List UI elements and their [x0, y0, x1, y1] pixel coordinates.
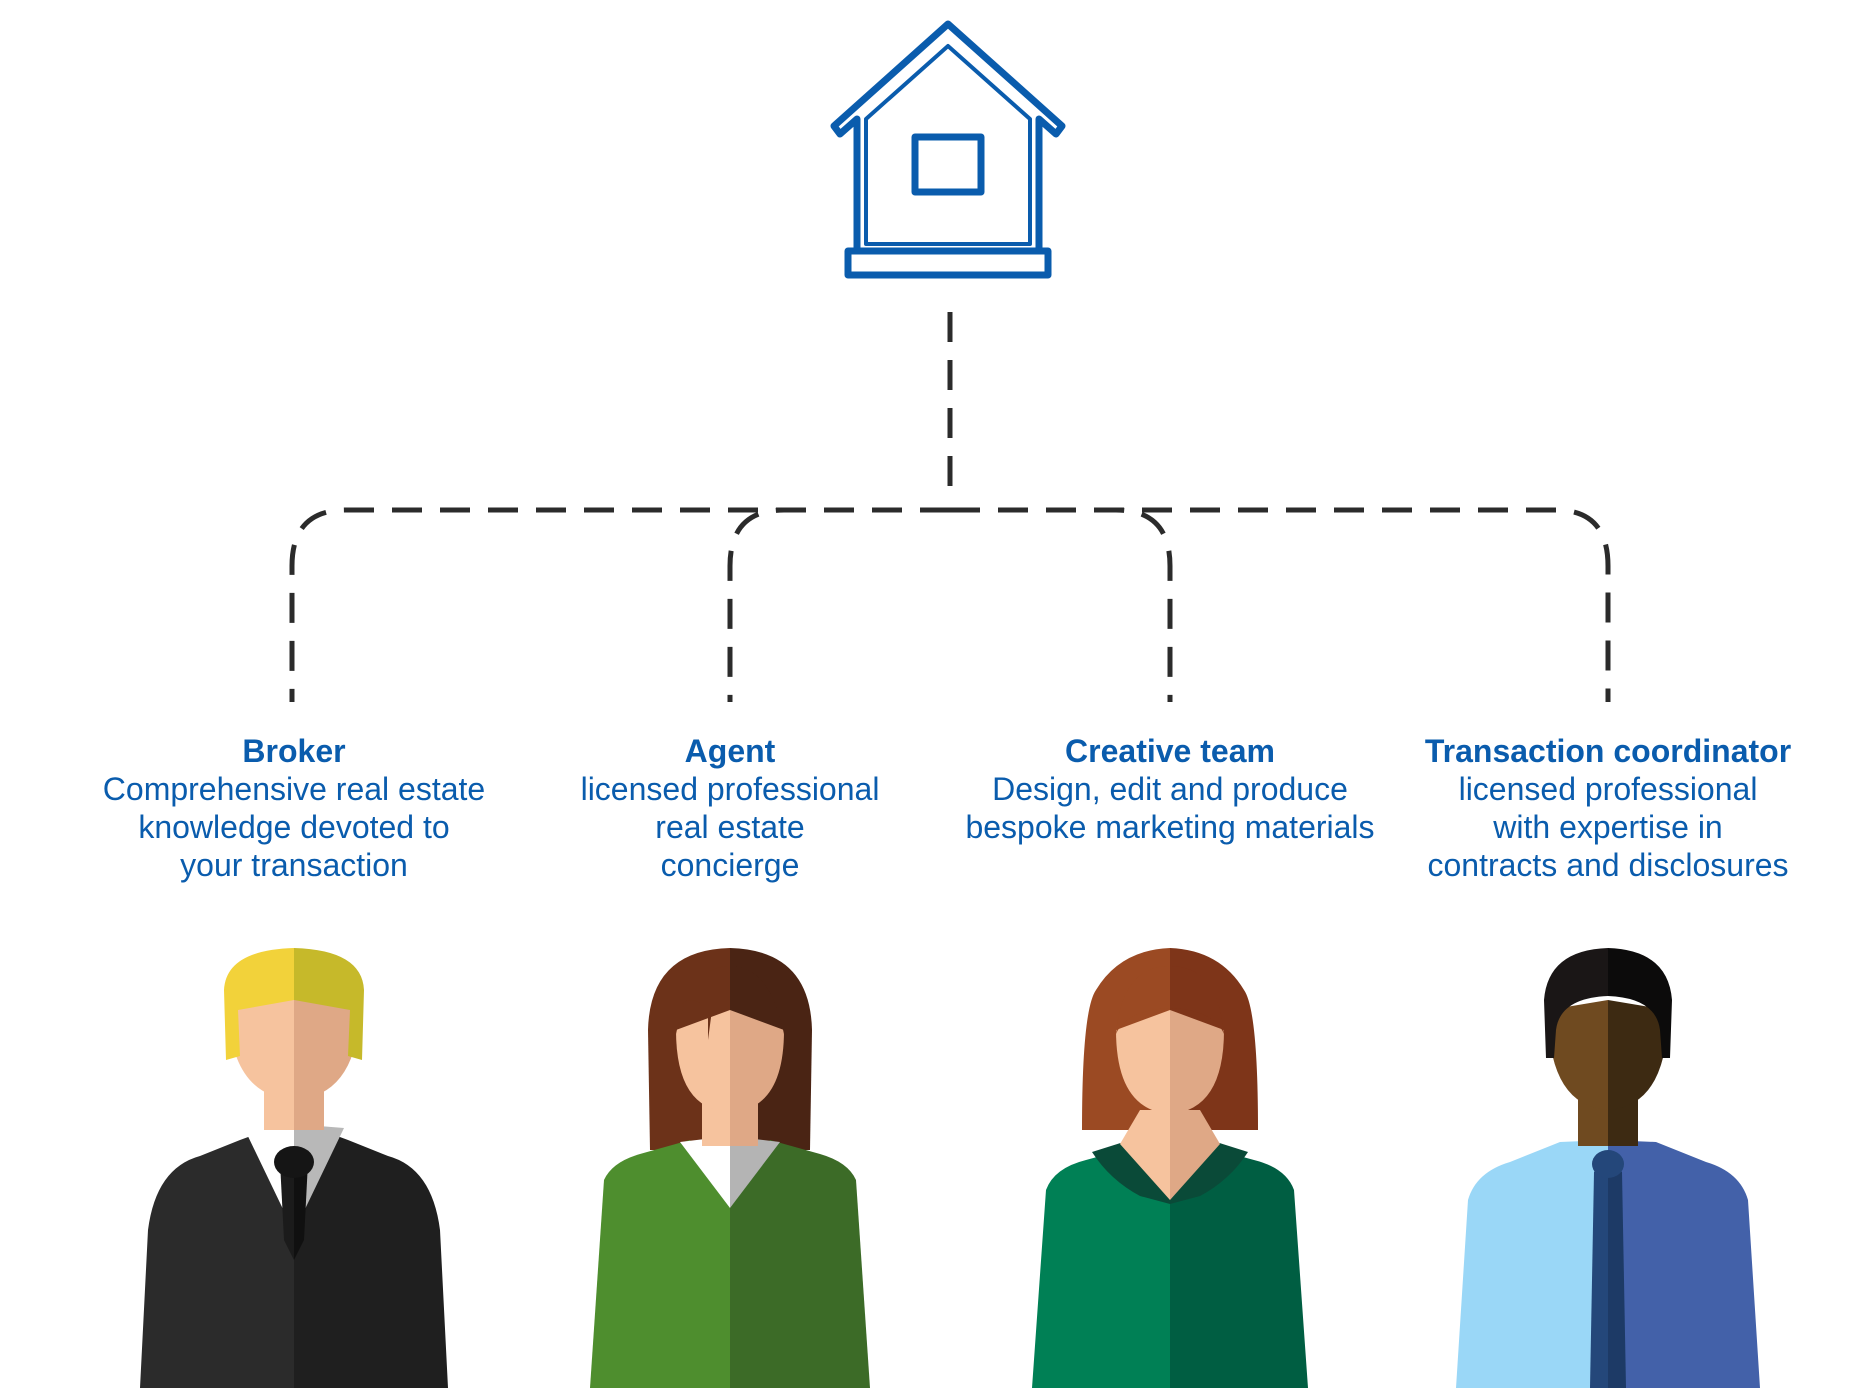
- role-description: licensed professional with expertise in …: [1427, 771, 1789, 883]
- role-creative-team: Creative team Design, edit and produce b…: [940, 732, 1400, 846]
- creative-person-icon: [1032, 948, 1308, 1388]
- connector-agent: [727, 507, 950, 702]
- connector-coordinator: [950, 507, 1611, 702]
- role-title: Transaction coordinator: [1424, 733, 1792, 769]
- coordinator-person-icon: [1456, 948, 1760, 1388]
- connector-creative: [950, 507, 1173, 702]
- role-broker: Broker Comprehensive real estate knowled…: [64, 732, 524, 884]
- role-title: Agent: [684, 733, 776, 769]
- agent-person-icon: [590, 948, 870, 1388]
- role-description: Design, edit and produce bespoke marketi…: [965, 771, 1375, 845]
- role-title: Creative team: [1065, 733, 1275, 769]
- role-agent: Agent licensed professional real estate …: [500, 732, 960, 884]
- role-transaction-coordinator: Transaction coordinator licensed profess…: [1378, 732, 1838, 884]
- role-description: Comprehensive real estate knowledge devo…: [102, 771, 486, 883]
- role-description: licensed professional real estate concie…: [580, 771, 880, 883]
- connector-lines: [289, 312, 1611, 702]
- broker-person-icon: [140, 948, 448, 1388]
- connector-broker: [289, 507, 950, 702]
- house-icon: [830, 20, 1066, 279]
- role-title: Broker: [242, 733, 346, 769]
